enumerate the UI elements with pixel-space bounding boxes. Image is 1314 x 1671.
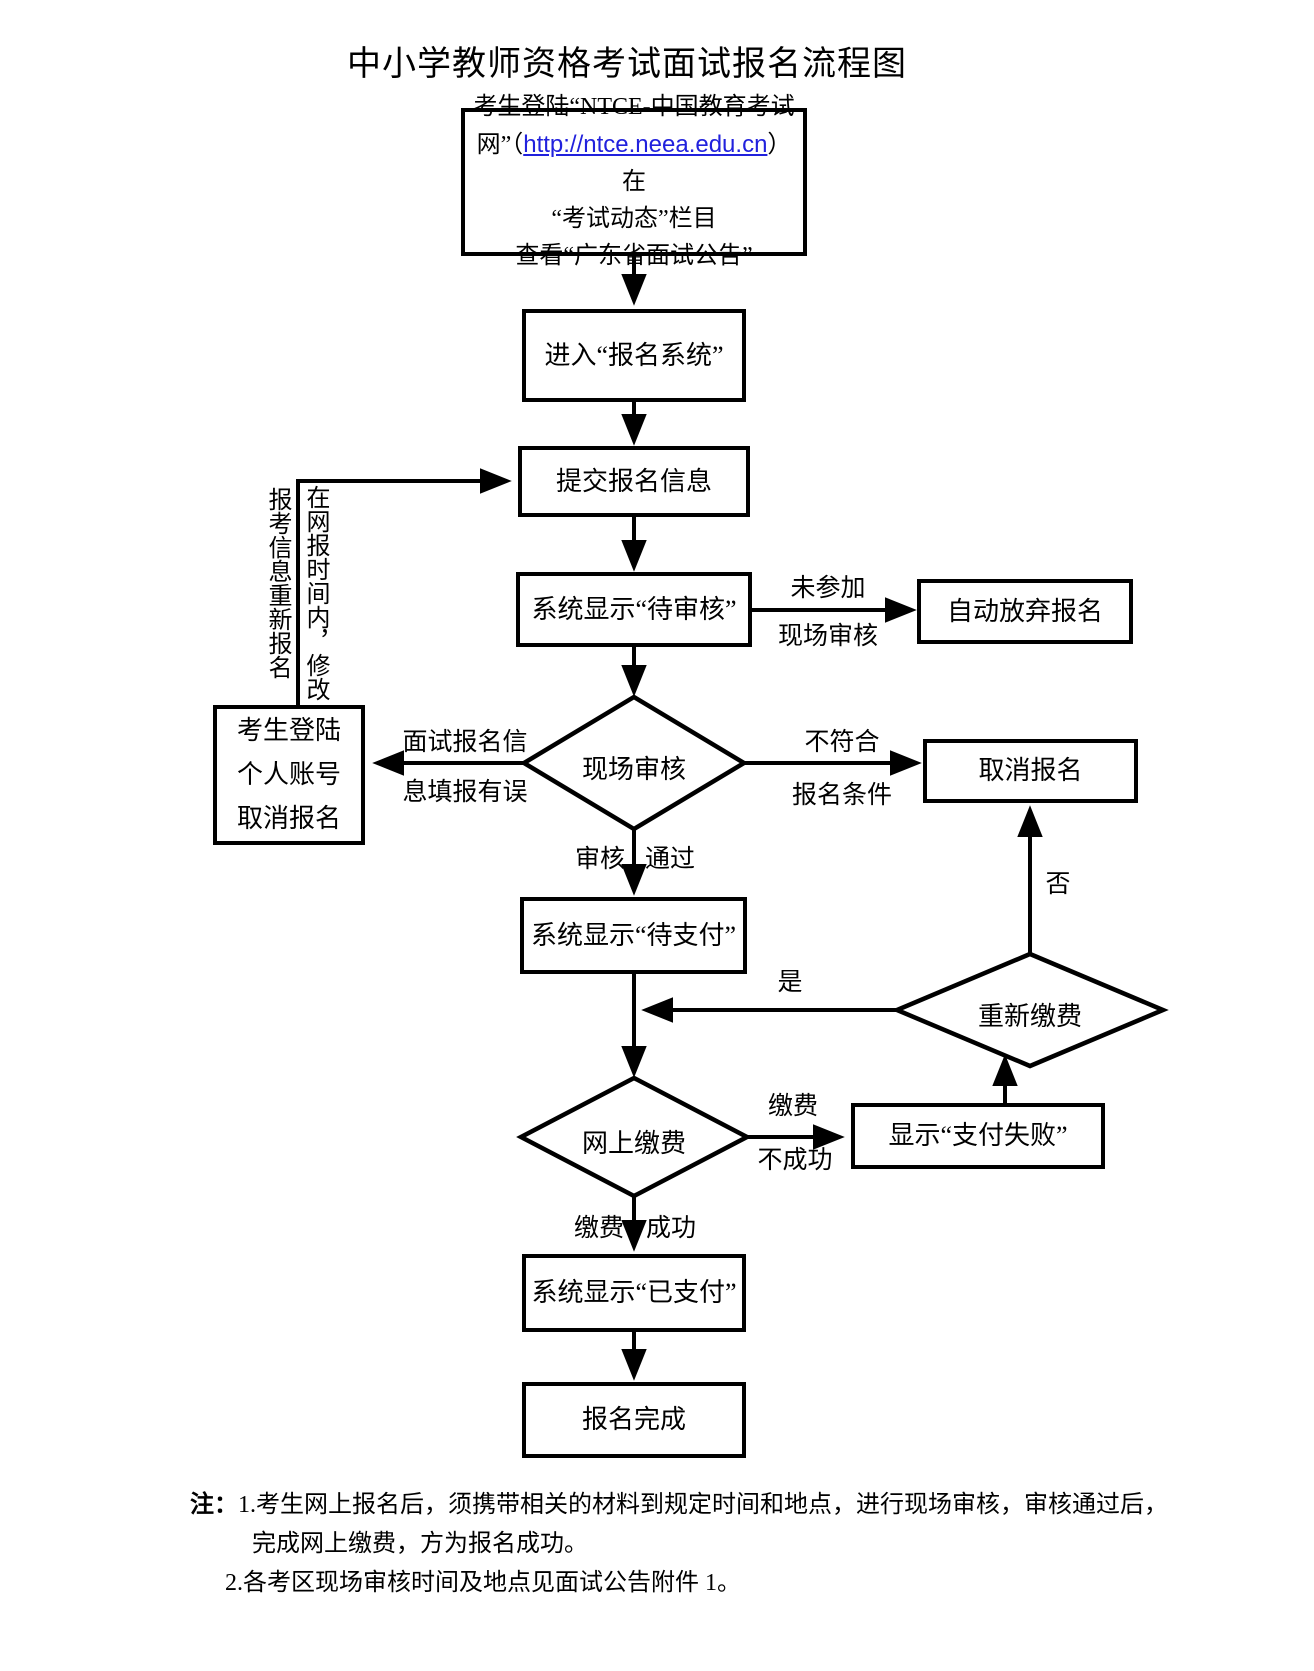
node-submit-info: 提交报名信息 — [518, 446, 750, 517]
edge-label-info-error-1: 面试报名信 — [402, 729, 528, 756]
node-pending-payment-label: 系统显示“待支付” — [530, 920, 737, 950]
note-line-2: 完成网上缴费，方为报名成功。 — [252, 1531, 588, 1557]
node-done: 报名完成 — [522, 1382, 746, 1458]
node-start-line4: 查看“广东省面试公告” — [515, 243, 753, 269]
node-pending-review-label: 系统显示“待审核” — [531, 594, 737, 624]
diamond-onsite-review-shape — [519, 694, 749, 832]
edge-label-not-attended-2: 现场审核 — [777, 623, 878, 650]
edge-label-no: 否 — [1045, 871, 1071, 898]
node-start-line3: “考试动态”栏目 — [551, 206, 717, 232]
node-cancel-registration: 取消报名 — [923, 739, 1138, 803]
edge-label-review-pass-left: 审核 — [574, 846, 625, 873]
node-start: 考生登陆“NTCE-中国教育考试 网”（http://ntce.neea.edu… — [461, 94, 807, 269]
edge-label-modify-col-left: 报考信息重新报名 — [264, 487, 290, 679]
node-cancel-personal-line3: 取消报名 — [236, 804, 341, 833]
node-paid-label: 系统显示“已支付” — [531, 1278, 737, 1308]
edge-label-not-qualified-2: 报名条件 — [791, 782, 892, 809]
node-start-line2-suffix: ）在 — [622, 132, 792, 195]
edge-label-info-error-2: 息填报有误 — [402, 779, 528, 806]
edge-label-not-attended-1: 未参加 — [790, 575, 866, 602]
edge-label-modify-col-right: 在网报时间内，修改 — [302, 485, 328, 701]
node-start-line1: 考生登陆“NTCE-中国教育考试 — [473, 94, 795, 120]
edge-label-yes: 是 — [777, 969, 803, 996]
note-prefix: 注： — [190, 1492, 238, 1518]
edge-label-not-qualified-1: 不符合 — [804, 729, 880, 756]
node-auto-abandon-label: 自动放弃报名 — [946, 596, 1103, 626]
node-start-line2: 网”（http://ntce.neea.edu.cn）在 — [465, 126, 803, 201]
node-auto-abandon: 自动放弃报名 — [917, 579, 1133, 644]
node-enter-system: 进入“报名系统” — [522, 309, 746, 402]
ntce-link[interactable]: http://ntce.neea.edu.cn — [523, 131, 768, 158]
node-enter-system-label: 进入“报名系统” — [544, 340, 724, 370]
edge-label-pay-fail-2: 不成功 — [757, 1147, 833, 1174]
node-pending-review: 系统显示“待审核” — [516, 572, 752, 647]
edge-label-pay-success-left: 缴费 — [573, 1215, 624, 1242]
node-pay-failed: 显示“支付失败” — [851, 1103, 1105, 1169]
edge-label-pay-success-right: 成功 — [645, 1215, 696, 1242]
node-cancel-personal-line2: 个人账号 — [236, 760, 341, 789]
node-cancel-registration-label: 取消报名 — [978, 756, 1083, 786]
notes-block: 注：1.考生网上报名后，须携带相关的材料到规定时间和地点，进行现场审核，审核通过… — [190, 1486, 1190, 1603]
note-line-3: 2.各考区现场审核时间及地点见面试公告附件 1。 — [225, 1570, 741, 1596]
edge-label-review-pass-right: 通过 — [644, 846, 695, 873]
node-cancel-personal: 考生登陆 个人账号 取消报名 — [213, 705, 365, 845]
diamond-repay-label: 重新缴费 — [977, 1002, 1082, 1031]
node-paid: 系统显示“已支付” — [522, 1254, 746, 1332]
edge-label-pay-fail-1: 缴费 — [767, 1093, 818, 1120]
node-start-line2-prefix: 网”（ — [476, 132, 524, 158]
node-start-text: 考生登陆“NTCE-中国教育考试 网”（http://ntce.neea.edu… — [465, 89, 803, 275]
diamond-pay-online-label: 网上缴费 — [581, 1129, 686, 1158]
note-line-1: 注：1.考生网上报名后，须携带相关的材料到规定时间和地点，进行现场审核，审核通过… — [190, 1486, 1190, 1525]
arrow-modify-resubmit — [296, 468, 512, 705]
note-line-1-text: 1.考生网上报名后，须携带相关的材料到规定时间和地点，进行现场审核，审核通过后， — [238, 1492, 1168, 1518]
node-pay-failed-label: 显示“支付失败” — [888, 1121, 1068, 1151]
diamond-pay-online-shape — [516, 1075, 752, 1199]
node-pending-payment: 系统显示“待支付” — [520, 897, 747, 974]
page-title: 中小学教师资格考试面试报名流程图 — [347, 46, 907, 83]
node-done-label: 报名完成 — [581, 1405, 686, 1435]
node-cancel-personal-line1: 考生登陆 — [236, 716, 341, 745]
diamond-onsite-review-label: 现场审核 — [581, 755, 686, 784]
diamond-repay-shape — [891, 951, 1169, 1069]
node-submit-info-label: 提交报名信息 — [555, 466, 712, 496]
node-cancel-personal-text: 考生登陆 个人账号 取消报名 — [237, 709, 341, 841]
